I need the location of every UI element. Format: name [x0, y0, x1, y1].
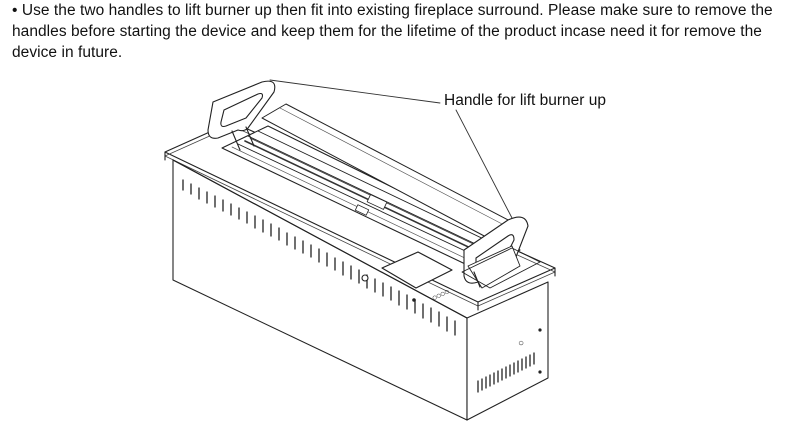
- burner-tube: [244, 137, 506, 263]
- side-power-socket-icon: ○: [518, 338, 525, 349]
- right-handle-icon: [463, 216, 529, 289]
- right-handle-mount: [461, 247, 541, 289]
- side-panel: [466, 281, 549, 421]
- display-screen: [381, 251, 453, 289]
- handle-callout-label: Handle for lift burner up: [444, 92, 606, 109]
- side-vent-slots: [477, 352, 535, 393]
- instruction-paragraph: • Use the two handles to lift burner up …: [12, 0, 792, 63]
- front-ports: [361, 274, 416, 302]
- front-vent-slots: [182, 179, 456, 336]
- left-handle-icon: [207, 80, 276, 151]
- bullet-glyph: •: [12, 2, 18, 19]
- callout-leader-lines: [269, 79, 513, 219]
- instruction-text: Use the two handles to lift burner up th…: [12, 2, 773, 61]
